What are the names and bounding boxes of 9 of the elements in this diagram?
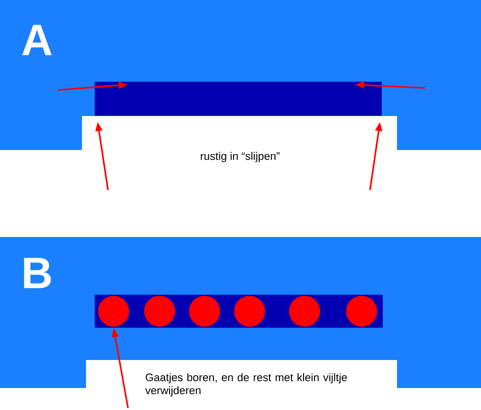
note-text: Gaatjes boren, en de rest met klein vijltje verwijderen bbox=[145, 373, 347, 396]
hole-circle bbox=[234, 296, 266, 327]
bar bbox=[94, 82, 382, 116]
hole-circle bbox=[289, 296, 320, 327]
hole-circle bbox=[346, 296, 378, 327]
hole-circle bbox=[189, 296, 220, 327]
hole-circle bbox=[98, 296, 130, 327]
note-text: rustig in “slijpen” bbox=[200, 152, 280, 162]
hole-circle bbox=[144, 296, 176, 327]
